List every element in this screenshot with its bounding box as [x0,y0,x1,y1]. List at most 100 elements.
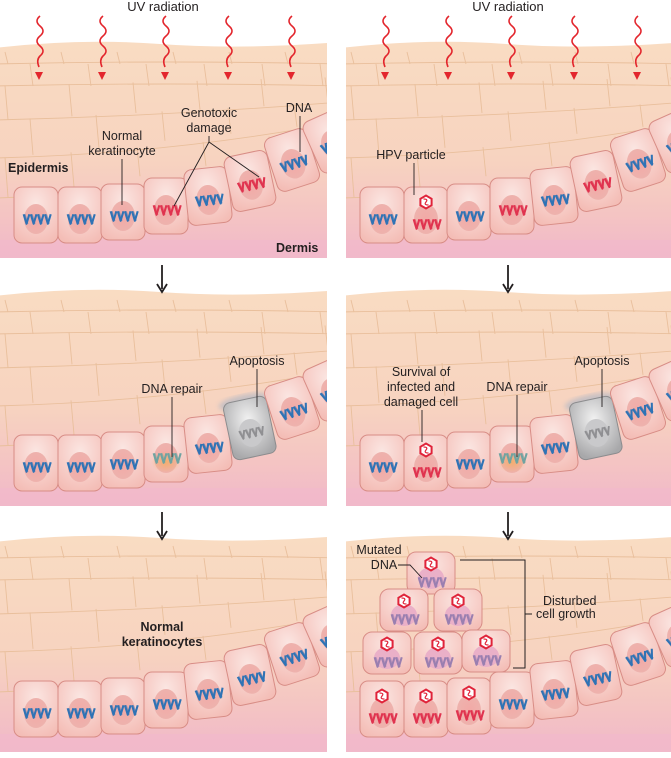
basal-cell-damaged [489,177,535,235]
svg-text:Normal: Normal [140,620,183,634]
label-apoptosis-left: Apoptosis [230,354,285,407]
dna-helix-icon [319,139,327,154]
dna-helix-icon [390,613,420,625]
dna-helix-icon [194,193,224,207]
dermis-layer [0,240,327,258]
basal-cell-normal [529,166,579,226]
basal-cell-damaged-hpv [403,186,449,244]
hpv-particle-icon [419,194,433,210]
dna-helix-icon [540,193,570,207]
dna-helix-icon [236,671,266,687]
basal-cell-normal [13,680,59,738]
label-dermis: Dermis [276,241,318,255]
left-title-uv-radiation: UV radiation [127,0,199,14]
label-dna-repair-left: DNA repair [141,382,203,457]
uv-arrow-icon [570,15,579,80]
basal-cell-repair [143,425,189,483]
step-arrow-right-2 [502,512,514,541]
dna-helix-icon [194,441,224,455]
dermis-layer [0,488,327,506]
dna-helix-icon [109,210,139,222]
mutated-cell [362,631,412,675]
dna-helix-icon [455,210,485,222]
svg-text:DNA repair: DNA repair [141,382,202,396]
dna-helix-icon [424,656,454,668]
step-arrow-right-1 [502,265,514,294]
uv-arrow-icon [287,15,296,80]
svg-text:infected and: infected and [387,380,455,394]
svg-text:Disturbed: Disturbed [543,594,597,608]
uv-arrow-icon [35,15,44,80]
basal-cell-normal [57,434,103,492]
right-title-uv-radiation: UV radiation [472,0,544,14]
uv-arrow-icon [98,15,107,80]
dna-helix-icon [412,218,442,230]
dna-helix-icon [412,466,442,478]
svg-text:cell growth: cell growth [536,607,596,621]
uv-arrow-icon [633,15,642,80]
basal-cell-normal [446,183,492,241]
dna-helix-icon [498,452,528,464]
svg-text:Mutated: Mutated [356,543,401,557]
basal-cell-damaged-hpv [446,677,492,735]
basal-cell-normal [100,183,146,241]
dna-helix-icon [368,213,398,225]
skin-panel [346,289,671,506]
label-dna-repair-right: DNA repair [486,380,548,457]
hpv-particle-icon [419,442,433,458]
step-arrow-left-1 [156,265,168,294]
dna-helix-icon [582,671,612,687]
basal-cell-normal [610,128,666,192]
basal-cell-normal [610,622,666,686]
svg-text:DNA: DNA [371,558,398,572]
hpv-particle-icon [375,688,389,704]
basal-cell-normal [302,356,327,422]
basal-cell-damaged [569,150,623,212]
dna-helix-icon [22,707,52,719]
dna-helix-icon [444,613,474,625]
dna-helix-icon [625,648,654,667]
uv-arrow-icon [507,15,516,80]
dermis-layer [346,488,671,506]
mutated-cell [413,631,463,675]
basal-cell-normal [489,671,535,729]
basal-cell-normal [264,128,320,192]
basal-cell-normal [529,414,579,474]
dna-helix-icon [236,177,266,193]
basal-cell-layer [13,356,327,492]
label-hpv-particle: HPV particle [376,148,446,195]
skin-panel [346,41,671,258]
dna-helix-icon [66,461,96,473]
basal-cell-layer [359,602,671,738]
right-column-uv-plus-hpv [346,15,671,752]
basal-cell-repair [489,425,535,483]
dermis-layer [346,240,671,258]
svg-text:Apoptosis: Apoptosis [575,354,630,368]
label-genotoxic-damage: Genotoxic damage [173,106,260,207]
dna-helix-icon [152,698,182,710]
hpv-particle-icon [424,556,438,572]
dna-helix-icon [22,213,52,225]
uv-arrow-icon [161,15,170,80]
hpv-particle-icon [397,593,411,609]
dna-helix-icon [319,387,327,402]
dna-helix-icon [455,709,485,721]
hpv-particle-icon [419,688,433,704]
basal-cell-normal [100,431,146,489]
dna-helix-icon [152,204,182,216]
basal-cell-normal [359,434,405,492]
mutated-cell [461,629,511,673]
basal-cell-normal [57,186,103,244]
hpv-particle-icon [462,685,476,701]
basal-cell-damaged [143,177,189,235]
uv-arrow-icon [224,15,233,80]
basal-cell-normal [529,660,579,720]
label-epidermis: Epidermis [8,161,68,175]
svg-text:Survival of: Survival of [392,365,451,379]
svg-text:Apoptosis: Apoptosis [230,354,285,368]
label-normal-keratinocytes: Normal keratinocytes [122,620,203,649]
skin-panel [0,535,327,752]
basal-cell-normal [183,660,233,720]
basal-cell-normal [13,186,59,244]
uv-arrow-icon [381,15,390,80]
